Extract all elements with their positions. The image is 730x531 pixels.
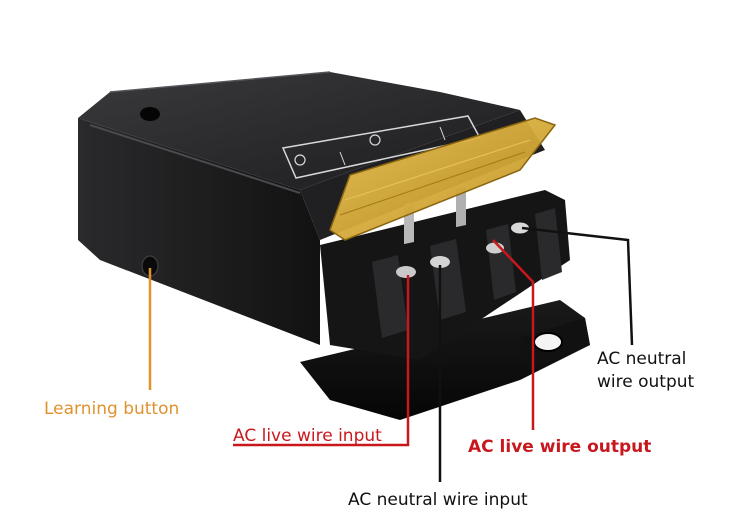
terminal-cover	[329, 117, 557, 241]
ac-live-output-label: AC live wire output	[468, 437, 652, 457]
ac-live-input-label: AC live wire input	[233, 426, 382, 446]
ac-neutral-input-label: AC neutral wire input	[348, 490, 528, 510]
pointer-lines	[148, 226, 634, 482]
mounting-base	[300, 300, 590, 420]
ac-neutral-output-label: AC neutral wire output	[597, 348, 694, 394]
learning-button-label: Learning button	[44, 399, 180, 419]
ac-neutral-output-label-line1: AC neutral	[597, 349, 687, 369]
top-vent-hole	[140, 107, 160, 121]
ac-neutral-output-label-line2: wire output	[597, 372, 695, 392]
